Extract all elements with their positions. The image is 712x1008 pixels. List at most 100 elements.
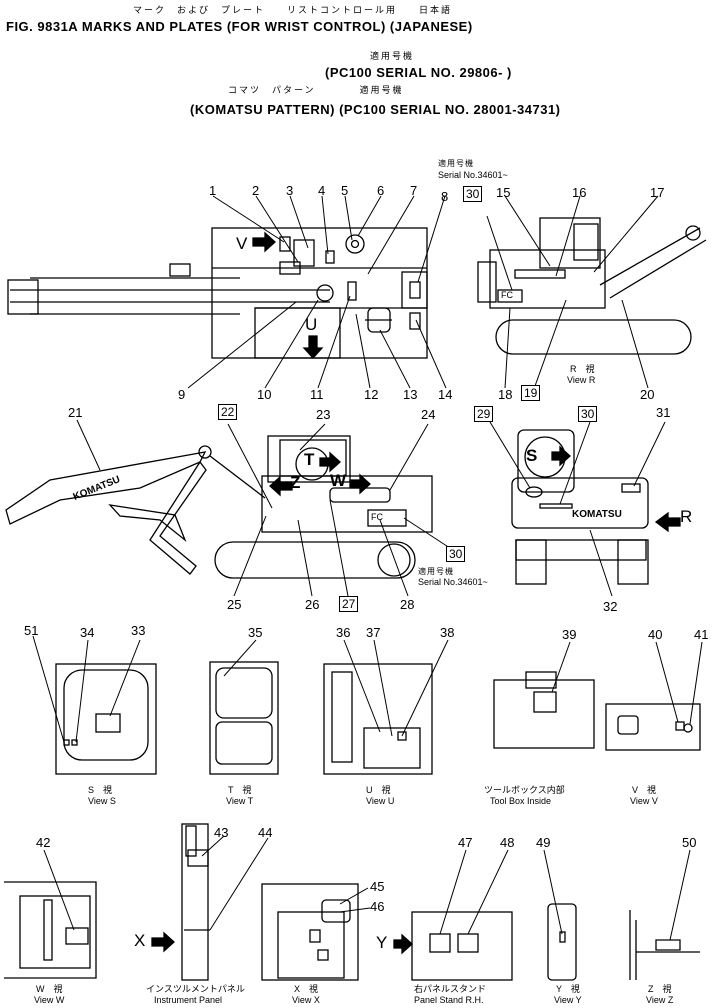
callout-30-boxed-side: 30 bbox=[446, 546, 466, 562]
callout-37: 37 bbox=[366, 625, 381, 640]
arrow-label-w: W bbox=[330, 471, 347, 490]
view-v-drawing bbox=[605, 703, 701, 751]
callout-14: 14 bbox=[438, 387, 453, 402]
arrow-label-v: V bbox=[236, 234, 248, 253]
caption-view-z-jp: Z 視 bbox=[648, 984, 672, 994]
caption-view-w-jp: W 視 bbox=[36, 984, 63, 994]
caption-view-x-jp: X 視 bbox=[294, 984, 319, 994]
callout-10: 10 bbox=[257, 387, 272, 402]
callout-50: 50 bbox=[682, 835, 697, 850]
header-japanese-line-3: コマツ パターン 適用号機 bbox=[228, 86, 404, 96]
callout-41: 41 bbox=[694, 627, 709, 642]
callout-49: 49 bbox=[536, 835, 551, 850]
callout-33: 33 bbox=[131, 623, 146, 638]
caption-view-r-jp: R 視 bbox=[570, 364, 595, 374]
callout-34: 34 bbox=[80, 625, 95, 640]
callout-22-boxed: 22 bbox=[218, 404, 238, 420]
callout-27-boxed: 27 bbox=[339, 596, 359, 612]
callout-3: 3 bbox=[286, 183, 294, 198]
caption-panel-stand-jp: 右パネルスタンド bbox=[414, 984, 487, 994]
arrow-label-u: U bbox=[305, 315, 318, 334]
callout-30-boxed-rear: 30 bbox=[578, 406, 598, 422]
view-y-drawing bbox=[547, 903, 577, 981]
callout-18: 18 bbox=[498, 387, 513, 402]
callout-28: 28 bbox=[400, 597, 415, 612]
callout-6: 6 bbox=[377, 183, 385, 198]
callout-48: 48 bbox=[500, 835, 515, 850]
callout-45: 45 bbox=[370, 879, 385, 894]
caption-view-u-jp: U 視 bbox=[366, 785, 391, 795]
callout-39: 39 bbox=[562, 627, 577, 642]
caption-instrument: Instrument Panel bbox=[154, 995, 223, 1005]
fc-label-side: FC bbox=[501, 290, 513, 300]
caption-view-t: View T bbox=[226, 796, 254, 806]
arrow-label-z: Z bbox=[290, 473, 301, 492]
callout-38: 38 bbox=[440, 625, 455, 640]
callout-13: 13 bbox=[403, 387, 418, 402]
callout-11: 11 bbox=[310, 387, 324, 402]
callout-1: 1 bbox=[209, 183, 217, 198]
fc-label-front: FC bbox=[371, 512, 383, 522]
view-t-drawing bbox=[209, 661, 279, 775]
callout-23: 23 bbox=[316, 407, 331, 422]
view-z-drawing bbox=[629, 910, 700, 980]
callout-21: 21 bbox=[68, 405, 83, 420]
callout-2: 2 bbox=[252, 183, 260, 198]
caption-view-s: View S bbox=[88, 796, 116, 806]
callout-44: 44 bbox=[258, 825, 273, 840]
front-side-machine bbox=[5, 435, 433, 579]
callout-51: 51 bbox=[24, 623, 39, 638]
callout-12: 12 bbox=[364, 387, 379, 402]
caption-view-u: View U bbox=[366, 796, 395, 806]
arrow-label-r: R bbox=[680, 507, 693, 526]
caption-view-t-jp: T 視 bbox=[228, 785, 252, 795]
caption-view-v-jp: V 視 bbox=[632, 785, 657, 795]
view-w-drawing bbox=[4, 881, 97, 979]
callout-8: 8 bbox=[441, 189, 449, 204]
serial-range-1: (PC100 SERIAL NO. 29806- ) bbox=[325, 65, 512, 80]
header-japanese-line-1: マーク および プレート リストコントロール用 日本語 bbox=[133, 6, 453, 16]
callout-43: 43 bbox=[214, 825, 229, 840]
serial-note-jp-top: 適用号機 bbox=[438, 159, 474, 168]
view-u-drawing bbox=[323, 663, 433, 775]
caption-panel-stand: Panel Stand R.H. bbox=[414, 995, 484, 1005]
instrument-panel-drawing bbox=[181, 823, 210, 981]
callout-16: 16 bbox=[572, 185, 587, 200]
serial-note-bottom: Serial No.34601~ bbox=[418, 577, 488, 587]
side-view-machine bbox=[477, 217, 707, 355]
arrow-label-y: Y bbox=[376, 933, 388, 952]
caption-view-v: View V bbox=[630, 796, 658, 806]
top-view-machine bbox=[7, 227, 428, 359]
callout-5: 5 bbox=[341, 183, 349, 198]
callout-9: 9 bbox=[178, 387, 186, 402]
callout-35: 35 bbox=[248, 625, 263, 640]
caption-toolbox-jp: ツールボックス内部 bbox=[484, 785, 565, 795]
serial-note-jp-bottom: 適用号機 bbox=[418, 567, 454, 576]
caption-view-r: View R bbox=[567, 375, 596, 385]
caption-view-w: View W bbox=[34, 995, 65, 1005]
callout-26: 26 bbox=[305, 597, 320, 612]
toolbox-drawing bbox=[493, 671, 595, 749]
caption-view-z: View Z bbox=[646, 995, 674, 1005]
callout-30-boxed-top: 30 bbox=[463, 186, 483, 202]
caption-view-x: View X bbox=[292, 995, 320, 1005]
callout-20: 20 bbox=[640, 387, 655, 402]
callout-4: 4 bbox=[318, 183, 326, 198]
callout-15: 15 bbox=[496, 185, 511, 200]
callout-32: 32 bbox=[603, 599, 618, 614]
rear-view-machine bbox=[511, 429, 649, 585]
callout-19-boxed: 19 bbox=[521, 385, 541, 401]
figure-title: FIG. 9831A MARKS AND PLATES (FOR WRIST C… bbox=[6, 19, 473, 34]
callout-46: 46 bbox=[370, 899, 385, 914]
callout-17: 17 bbox=[650, 185, 665, 200]
callout-36: 36 bbox=[336, 625, 351, 640]
callout-25: 25 bbox=[227, 597, 242, 612]
caption-view-y: View Y bbox=[554, 995, 582, 1005]
view-x-drawing bbox=[261, 883, 359, 981]
panel-stand-drawing bbox=[411, 911, 513, 981]
callout-24: 24 bbox=[421, 407, 436, 422]
callout-42: 42 bbox=[36, 835, 51, 850]
callout-29-boxed: 29 bbox=[474, 406, 494, 422]
arrow-label-t: T bbox=[304, 450, 315, 469]
